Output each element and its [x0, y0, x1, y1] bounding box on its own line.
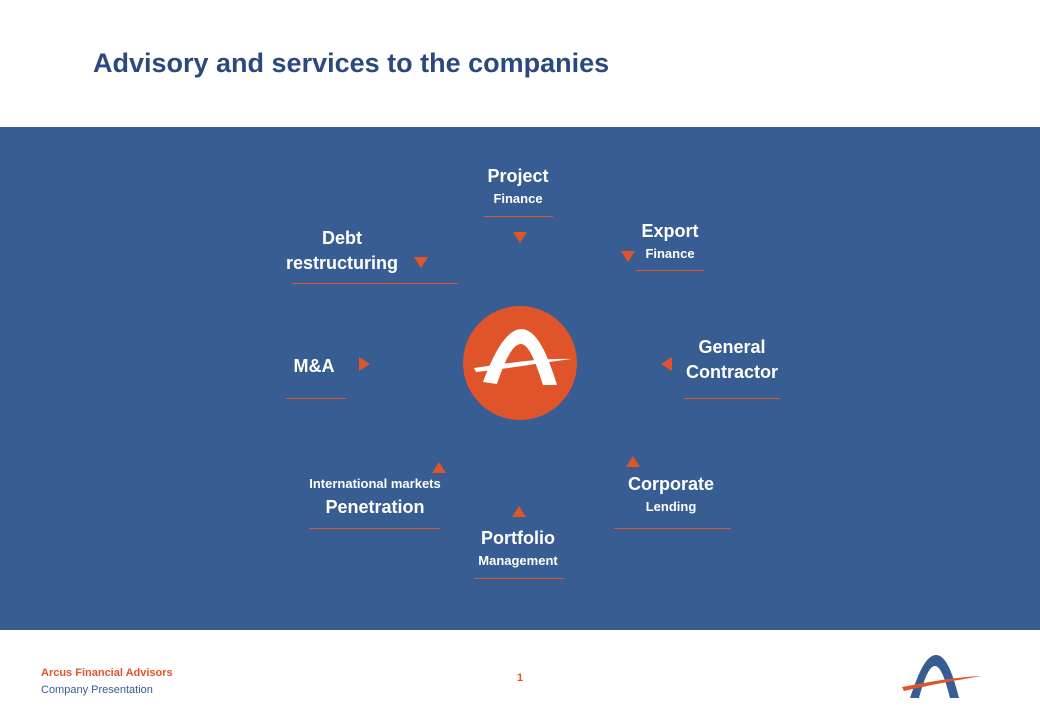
service-general-contractor-title: General [698, 337, 766, 357]
service-project-finance-subtitle: Finance [493, 191, 543, 206]
arrow-down-icon [621, 251, 635, 262]
service-corporate-lending-underline [614, 528, 731, 529]
service-international-markets-underline [309, 528, 440, 529]
service-debt-restructuring-underline [292, 283, 458, 284]
service-debt-restructuring-title: Debt [322, 228, 362, 248]
arcus-logo-icon [463, 306, 577, 420]
service-ma-underline [286, 398, 346, 399]
arcus-logo-icon [902, 654, 982, 698]
service-international-markets-title: International markets [309, 476, 441, 491]
arrow-down-icon [414, 257, 428, 268]
service-general-contractor-underline [684, 398, 780, 399]
footer-company-name: Arcus Financial Advisors [41, 667, 173, 679]
page-title: Advisory and services to the companies [93, 48, 610, 78]
service-export-finance: Export Finance [620, 219, 720, 264]
service-project-finance-underline [484, 216, 553, 217]
service-project-finance: Project Finance [468, 164, 568, 209]
service-debt-restructuring: Debt restructuring [282, 226, 402, 276]
service-export-finance-underline [636, 270, 704, 271]
service-project-finance-title: Project [487, 166, 549, 186]
arrow-up-icon [432, 462, 446, 473]
service-ma: M&A [286, 354, 342, 379]
service-portfolio-management-underline [474, 578, 564, 579]
arrow-right-icon [359, 357, 370, 371]
page-number: 1 [516, 672, 524, 684]
service-ma-title: M&A [293, 356, 335, 376]
arrow-up-icon [512, 506, 526, 517]
service-portfolio-management-title: Portfolio [481, 528, 555, 548]
service-portfolio-management-subtitle: Management [478, 553, 558, 568]
service-debt-restructuring-subtitle: restructuring [285, 253, 399, 273]
service-international-markets-subtitle: Penetration [325, 497, 425, 517]
arrow-left-icon [661, 357, 672, 371]
service-international-markets: International markets Penetration [290, 474, 460, 520]
service-corporate-lending: Corporate Lending [616, 472, 726, 517]
service-export-finance-subtitle: Finance [645, 246, 695, 261]
service-export-finance-title: Export [641, 221, 699, 241]
arrow-up-icon [626, 456, 640, 467]
service-corporate-lending-title: Corporate [627, 474, 714, 494]
footer-subtitle: Company Presentation [41, 684, 153, 696]
service-general-contractor-subtitle: Contractor [685, 362, 778, 382]
arrow-down-icon [513, 232, 527, 243]
service-corporate-lending-subtitle: Lending [645, 499, 697, 514]
service-portfolio-management: Portfolio Management [463, 526, 573, 571]
service-general-contractor: General Contractor [672, 335, 792, 385]
